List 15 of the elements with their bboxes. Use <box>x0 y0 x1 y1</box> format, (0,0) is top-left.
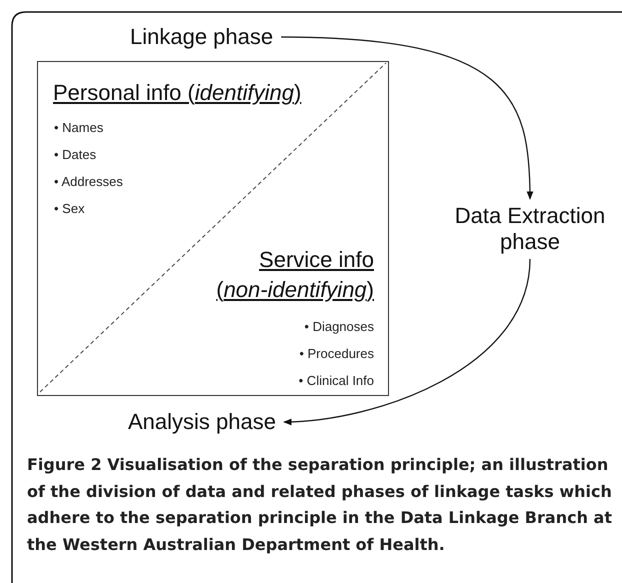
figure-caption: Figure 2 Visualisation of the separation principle; an illustration of the division of data and related phases of linkage tasks which adhere to the separation principle in the Data Linkage Branch at the Western Australian Department of Health. <box>27 454 613 556</box>
section-heading: Personal info (identifying) <box>53 79 302 107</box>
bullet-item: • Diagnoses <box>304 319 374 335</box>
bullet-item: • Dates <box>54 147 96 163</box>
section-heading: Service info (non-identifying) <box>215 246 374 304</box>
bullet-item: • Clinical Info <box>298 373 374 389</box>
curved-arrow <box>283 258 531 425</box>
phase-label: Analysis phase <box>128 409 276 435</box>
phase-label: Linkage phase <box>130 24 274 50</box>
bullet-item: • Addresses <box>54 174 123 190</box>
bullet-item: • Names <box>54 120 104 136</box>
phase-label: Data Extraction phase <box>440 203 620 255</box>
curved-arrow <box>281 36 534 200</box>
bullet-item: • Procedures <box>299 346 374 362</box>
bullet-item: • Sex <box>54 201 85 217</box>
